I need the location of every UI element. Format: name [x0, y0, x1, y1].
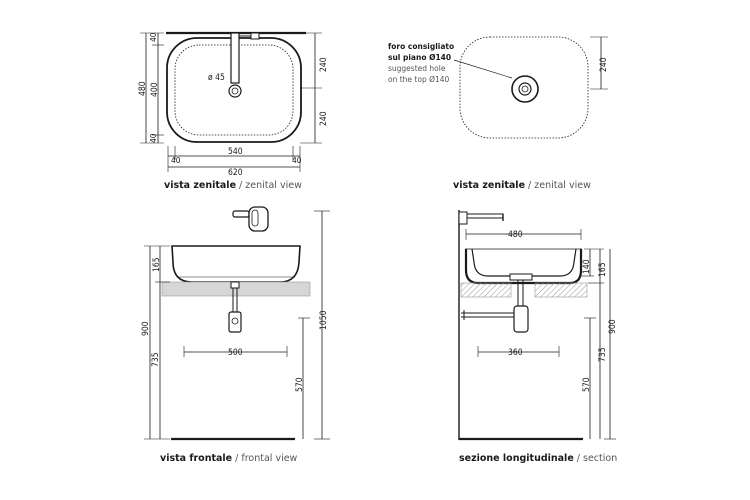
width-360-label: 360: [508, 348, 523, 358]
faucet-spout: [230, 32, 240, 84]
bottom-left-view: 165 900 735 500 570 1050: [141, 206, 330, 441]
half-height-label: 240: [599, 57, 609, 72]
basin-height-label: 165: [152, 257, 162, 272]
right-margin-label: 40: [292, 156, 302, 165]
height-570-section-label: 570: [582, 377, 592, 392]
top-margin-label: 40: [149, 32, 158, 42]
left-margin-label: 40: [171, 156, 181, 165]
total-900-section-label: 900: [608, 319, 618, 334]
height-570-label: 570: [295, 377, 305, 392]
countertop-cutout-outline: [459, 36, 589, 139]
faucet-body: [248, 206, 269, 232]
upper-half-label: 240: [319, 57, 329, 72]
width-480-label: 480: [508, 230, 523, 240]
depth-140-label: 140: [582, 259, 592, 274]
bottom-margin-label: 40: [149, 133, 158, 143]
note-it-line2: sul piano Ø140: [388, 53, 451, 62]
inner-width-label: 540: [228, 147, 243, 157]
top-left-view: ø 45 40 480 400 40 240 240 540 40 40 620: [138, 31, 329, 178]
caption-bottom-left: vista frontale / frontal view: [160, 453, 298, 464]
note-en-line1: suggested hole: [388, 64, 446, 73]
bottom-right-view: 480 140 165 360 570 735 900: [458, 210, 618, 441]
basin-section: [471, 248, 577, 277]
overall-width-label: 620: [228, 168, 243, 178]
caption-top-right: vista zenitale / zenital view: [453, 180, 591, 191]
basin-outline-inner: [174, 44, 294, 136]
height-1050-label: 1050: [319, 310, 329, 330]
top-right-view: foro consigliato sul piano Ø140 suggeste…: [388, 36, 609, 139]
basin-front: [171, 245, 301, 283]
hole-diameter-label: ø 45: [208, 73, 225, 83]
note-en-line2: on the top Ø140: [388, 75, 450, 84]
drain-hole: [228, 84, 242, 98]
caption-top-left: vista zenitale / zenital view: [164, 180, 302, 191]
lower-half-label: 240: [319, 111, 329, 126]
siphon: [228, 311, 242, 333]
total-735-label: 735: [151, 352, 161, 367]
total-735-section-label: 735: [598, 347, 608, 362]
siphon-section: [513, 305, 529, 333]
inner-height-label: 400: [150, 82, 160, 97]
basin-height-165-label: 165: [598, 262, 608, 277]
faucet-arm: [232, 210, 250, 218]
total-900-label: 900: [141, 321, 151, 336]
overall-height-label: 480: [138, 81, 148, 96]
width-500-label: 500: [228, 348, 243, 358]
caption-bottom-right: sezione longitudinale / section: [459, 453, 618, 464]
suggested-hole: [511, 75, 539, 103]
note-it-line1: foro consigliato: [388, 42, 454, 51]
faucet-section: [466, 213, 504, 219]
